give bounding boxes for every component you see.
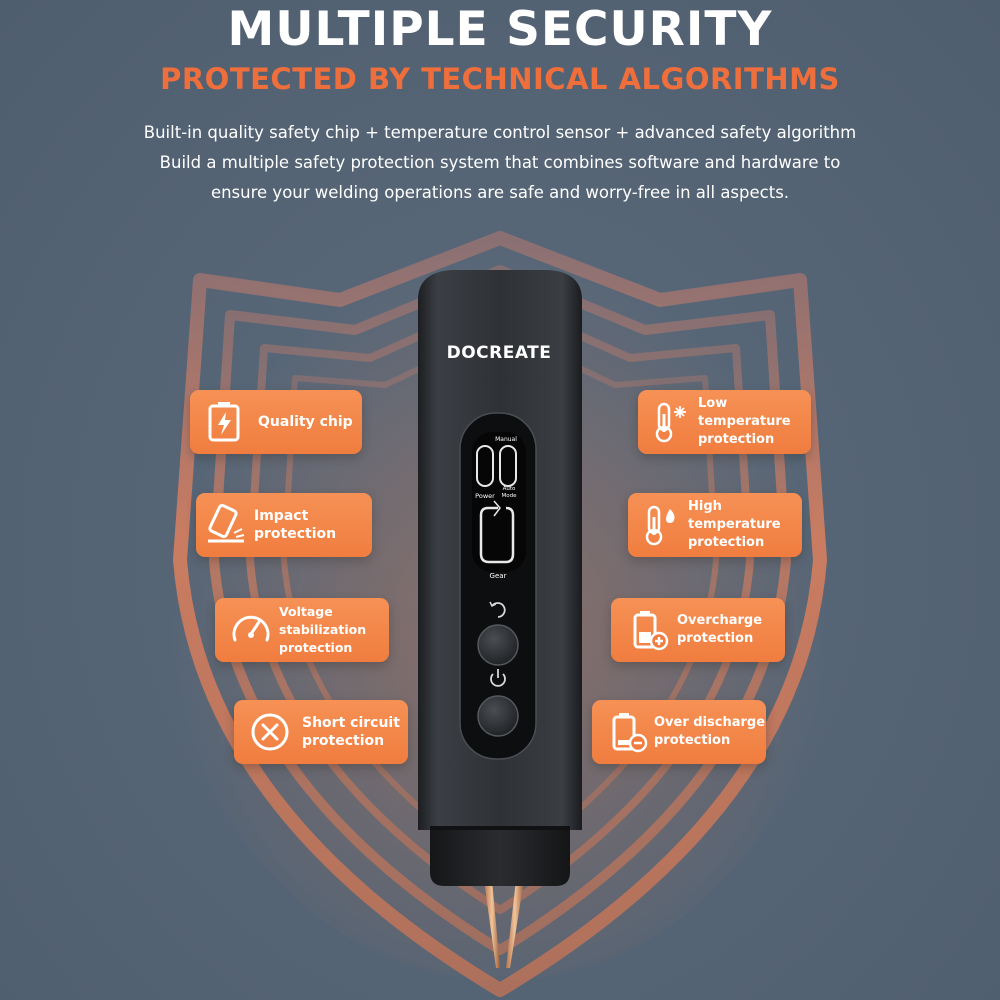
display-screen: Manual Power Auto Mode Gear <box>472 432 526 580</box>
feature-label: Short circuit protection <box>302 715 400 749</box>
intro-line: Built-in quality safety chip + temperatu… <box>143 123 857 142</box>
feature-label: Voltage stabilization protection <box>279 604 367 655</box>
electrode-tip-right <box>506 880 524 968</box>
feature-label: Over discharge protection <box>654 715 766 748</box>
feature-label: Impact protection <box>254 508 337 542</box>
thermometer-snow-icon <box>655 402 686 443</box>
gauge-icon <box>232 615 270 642</box>
impact-icon <box>208 503 245 543</box>
battery-bolt-icon <box>208 402 240 442</box>
feature-voltage-stabilization: Voltage stabilization protection <box>215 598 389 662</box>
thermometer-fire-icon <box>645 505 675 546</box>
feature-label: High temperature protection <box>688 499 781 550</box>
device-cap <box>430 828 570 886</box>
refresh-icon <box>489 601 506 618</box>
battery-minus-icon <box>612 713 648 753</box>
feature-low-temperature: Low temperature protection <box>638 390 811 454</box>
intro-line: Build a multiple safety protection syste… <box>159 153 841 172</box>
feature-short-circuit: Short circuit protection <box>234 700 408 764</box>
power-icon <box>490 669 506 687</box>
feature-label: Low temperature protection <box>698 396 791 447</box>
feature-overcharge: Overcharge protection <box>611 598 785 662</box>
feature-high-temperature: High temperature protection <box>628 493 802 557</box>
x-circle-icon <box>251 713 289 751</box>
screen-label-auto: Auto <box>503 486 516 492</box>
mode-button[interactable] <box>477 624 519 666</box>
electrode-tip-left <box>484 880 500 968</box>
feature-label: Quality chip <box>258 414 353 430</box>
power-button[interactable] <box>477 695 519 737</box>
screen-label-power: Power <box>475 492 495 500</box>
feature-label: Overcharge protection <box>677 613 763 646</box>
battery-plus-icon <box>633 611 669 651</box>
feature-impact-protection: Impact protection <box>196 493 372 557</box>
page-subtitle: PROTECTED BY TECHNICAL ALGORITHMS <box>160 62 840 96</box>
screen-label-mode: Mode <box>502 493 518 499</box>
intro-line: ensure your welding operations are safe … <box>210 183 790 202</box>
screen-label-gear: Gear <box>490 572 507 580</box>
feature-quality-chip: Quality chip <box>190 390 362 454</box>
feature-over-discharge: Over discharge protection <box>592 700 766 764</box>
page-title: MULTIPLE SECURITY <box>227 2 773 57</box>
screen-label-manual: Manual <box>495 436 517 443</box>
brand-logo: DOCREATE <box>447 343 552 363</box>
